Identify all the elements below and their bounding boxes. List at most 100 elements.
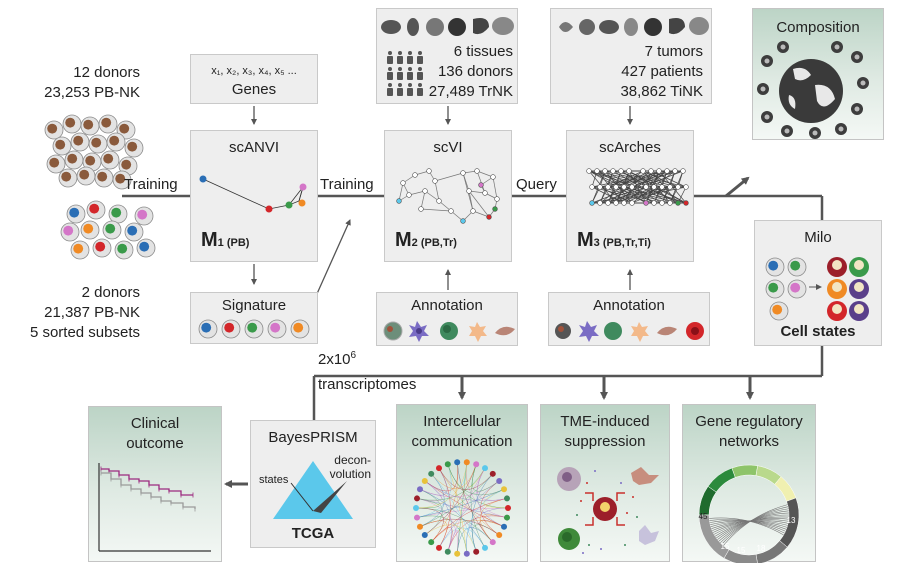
annotation3-label: Annotation	[593, 297, 665, 314]
nk-cell-icon	[124, 138, 144, 158]
person-icon	[417, 83, 423, 96]
milo-state-cell-icon	[849, 257, 869, 277]
bayesprism-box: BayesPRISM states decon- volution TCGA	[250, 420, 376, 548]
cells-bottom-label: 21,387 PB-NK	[44, 304, 140, 321]
survival-curve-plot	[98, 463, 211, 552]
composition-cell-icon	[761, 55, 773, 67]
nk-cell-icon	[106, 132, 126, 152]
chord-segment	[698, 514, 730, 559]
tme-panel: TME-induced suppression	[540, 404, 670, 562]
tme-title-1: TME-induced	[560, 413, 650, 430]
annotation3-box: Annotation	[548, 292, 710, 346]
communication-node	[421, 532, 428, 539]
sorted-cell-icon	[60, 222, 80, 242]
composition-cell-icon	[761, 111, 773, 123]
person-icon	[407, 67, 413, 80]
survival-curve-low	[101, 472, 196, 509]
nk-cell-icon	[64, 150, 84, 170]
pb-nk-cells-cluster	[44, 114, 144, 190]
sorted-cell-icon	[136, 238, 156, 258]
model-m3-label: M3 (PB,Tr,Ti)	[577, 229, 651, 251]
chord-label: 45	[699, 512, 708, 521]
communication-node	[454, 459, 461, 466]
composition-title: Composition	[776, 19, 860, 36]
clinical-title-2: outcome	[126, 435, 184, 452]
survival-curve-high	[101, 468, 193, 496]
model-m3-box: scArches M3 (PB,Tr,Ti)	[566, 130, 694, 262]
nk-cell-icon	[76, 166, 96, 186]
communication-node	[496, 477, 503, 484]
tissues-line3: 27,489 TrNK	[428, 83, 513, 100]
person-icon	[417, 67, 423, 80]
donors-bottom-label: 2 donors	[81, 284, 140, 301]
milo-state-cell-icon	[849, 279, 869, 299]
signature-cell-icon	[198, 319, 218, 339]
communication-node	[414, 495, 421, 502]
milo-state-cell-icon	[827, 301, 847, 321]
sorted-subsets-cluster	[60, 200, 156, 260]
nk-cell-icon	[44, 120, 64, 140]
communication-node	[444, 548, 451, 555]
nk-cell-icon	[70, 132, 90, 152]
tumors-line3: 38,862 TiNK	[620, 83, 703, 100]
communication-node	[428, 470, 435, 477]
person-icon	[397, 51, 403, 64]
communication-node	[463, 459, 470, 466]
communication-node	[505, 505, 511, 511]
communication-node	[444, 461, 451, 468]
communication-node	[416, 486, 423, 493]
nk-cell-icon	[94, 168, 114, 188]
sorted-cell-icon	[92, 238, 112, 258]
communication-node	[414, 514, 421, 521]
communication-node	[503, 495, 510, 502]
composition-cell-icon	[777, 41, 789, 53]
bayesprism-tcga: TCGA	[291, 525, 335, 542]
milo-state-cell-icon	[827, 257, 847, 277]
tissues-line2: 136 donors	[437, 63, 513, 80]
training-label-1: Training	[124, 176, 178, 193]
donors-top-label: 12 donors	[73, 64, 140, 81]
chord-segment	[707, 467, 736, 493]
chord-segment	[774, 476, 797, 502]
communication-node	[482, 544, 488, 551]
tme-illustration	[557, 467, 659, 554]
tumors-box: 7 tumors 427 patients 38,862 TiNK	[550, 8, 712, 104]
communication-node	[421, 477, 428, 484]
intercellular-panel: Intercellular communication	[396, 404, 528, 562]
communication-node	[473, 548, 480, 555]
m2-graph	[396, 168, 500, 224]
person-icon	[387, 67, 393, 80]
composition-cell-icon	[831, 41, 843, 53]
milo-cell-icon	[769, 301, 789, 321]
clinical-title-1: Clinical	[130, 415, 180, 432]
sorted-cell-icon	[102, 220, 122, 240]
transcriptome-label: transcriptomes	[318, 376, 417, 393]
signature-label: Signature	[221, 297, 287, 314]
bayesprism-decon-2: volution	[329, 467, 371, 481]
globe-cells-illustration	[757, 41, 869, 139]
annotation2-label: Annotation	[411, 297, 483, 314]
communication-node	[463, 550, 470, 557]
communication-node	[454, 550, 461, 557]
composition-panel: Composition	[752, 8, 884, 140]
genes-label: Genes	[231, 81, 277, 98]
model-m1-label: M1 (PB)	[201, 229, 250, 251]
annotation3-cells	[555, 321, 704, 342]
composition-cell-icon	[857, 77, 869, 89]
nk-cell-icon	[112, 170, 132, 190]
milo-state-cell-icon	[849, 301, 869, 321]
communication-node	[436, 544, 442, 551]
composition-cell-icon	[835, 123, 847, 135]
tumors-line2: 427 patients	[621, 63, 703, 80]
annotation2-box: Annotation	[376, 292, 518, 346]
tumors-line1: 7 tumors	[644, 43, 703, 60]
communication-node	[503, 514, 510, 521]
model-m2-box: scVI M2 (PB,Tr)	[384, 130, 512, 262]
tissues-box: 6 tissues 136 donors 27,489 TrNK	[376, 8, 518, 104]
sorted-cell-icon	[108, 204, 128, 224]
grn-title-1: Gene regulatory	[695, 413, 803, 430]
tme-title-2: suppression	[564, 433, 646, 450]
